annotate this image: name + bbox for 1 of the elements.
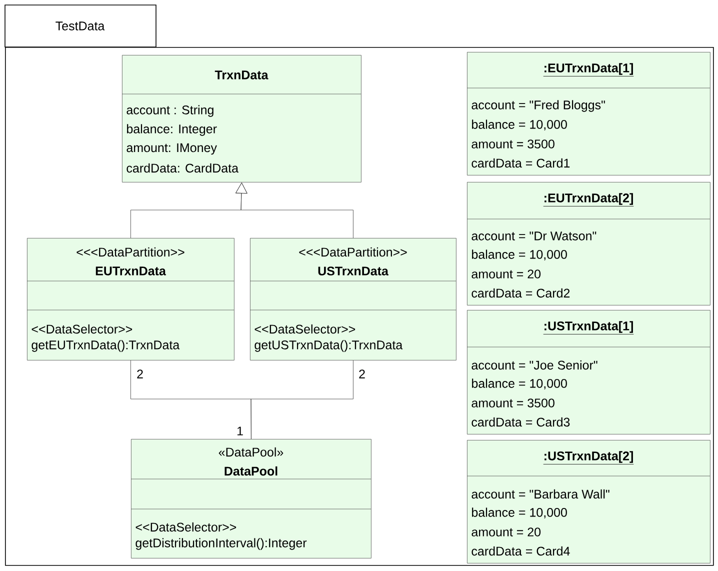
package-name: TestData	[56, 22, 105, 30]
